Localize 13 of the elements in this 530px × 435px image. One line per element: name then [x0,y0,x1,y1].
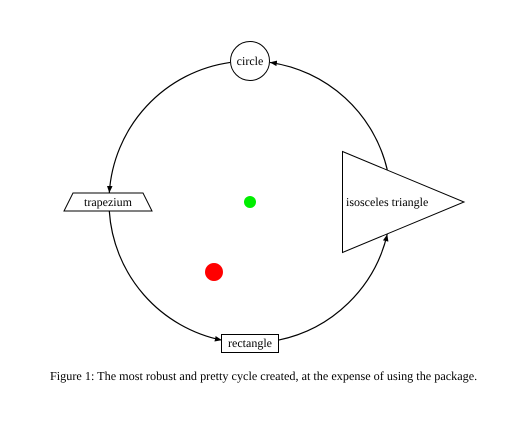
node-label: trapezium [84,194,132,210]
arrow [278,234,388,341]
trapezium-node [64,193,152,211]
arrow [107,62,230,193]
rectangle-node [221,334,279,353]
triangle-node [342,151,464,253]
arrow [108,211,222,342]
node-label: isosceles triangle [346,194,428,210]
circle-node [230,41,270,81]
node-label: circle [236,54,264,68]
figure-caption: Figure 1: The most robust and pretty cycle created, at the expense of using the package. [50,369,478,384]
arrow [270,61,388,170]
node-label: rectangle [228,336,272,351]
